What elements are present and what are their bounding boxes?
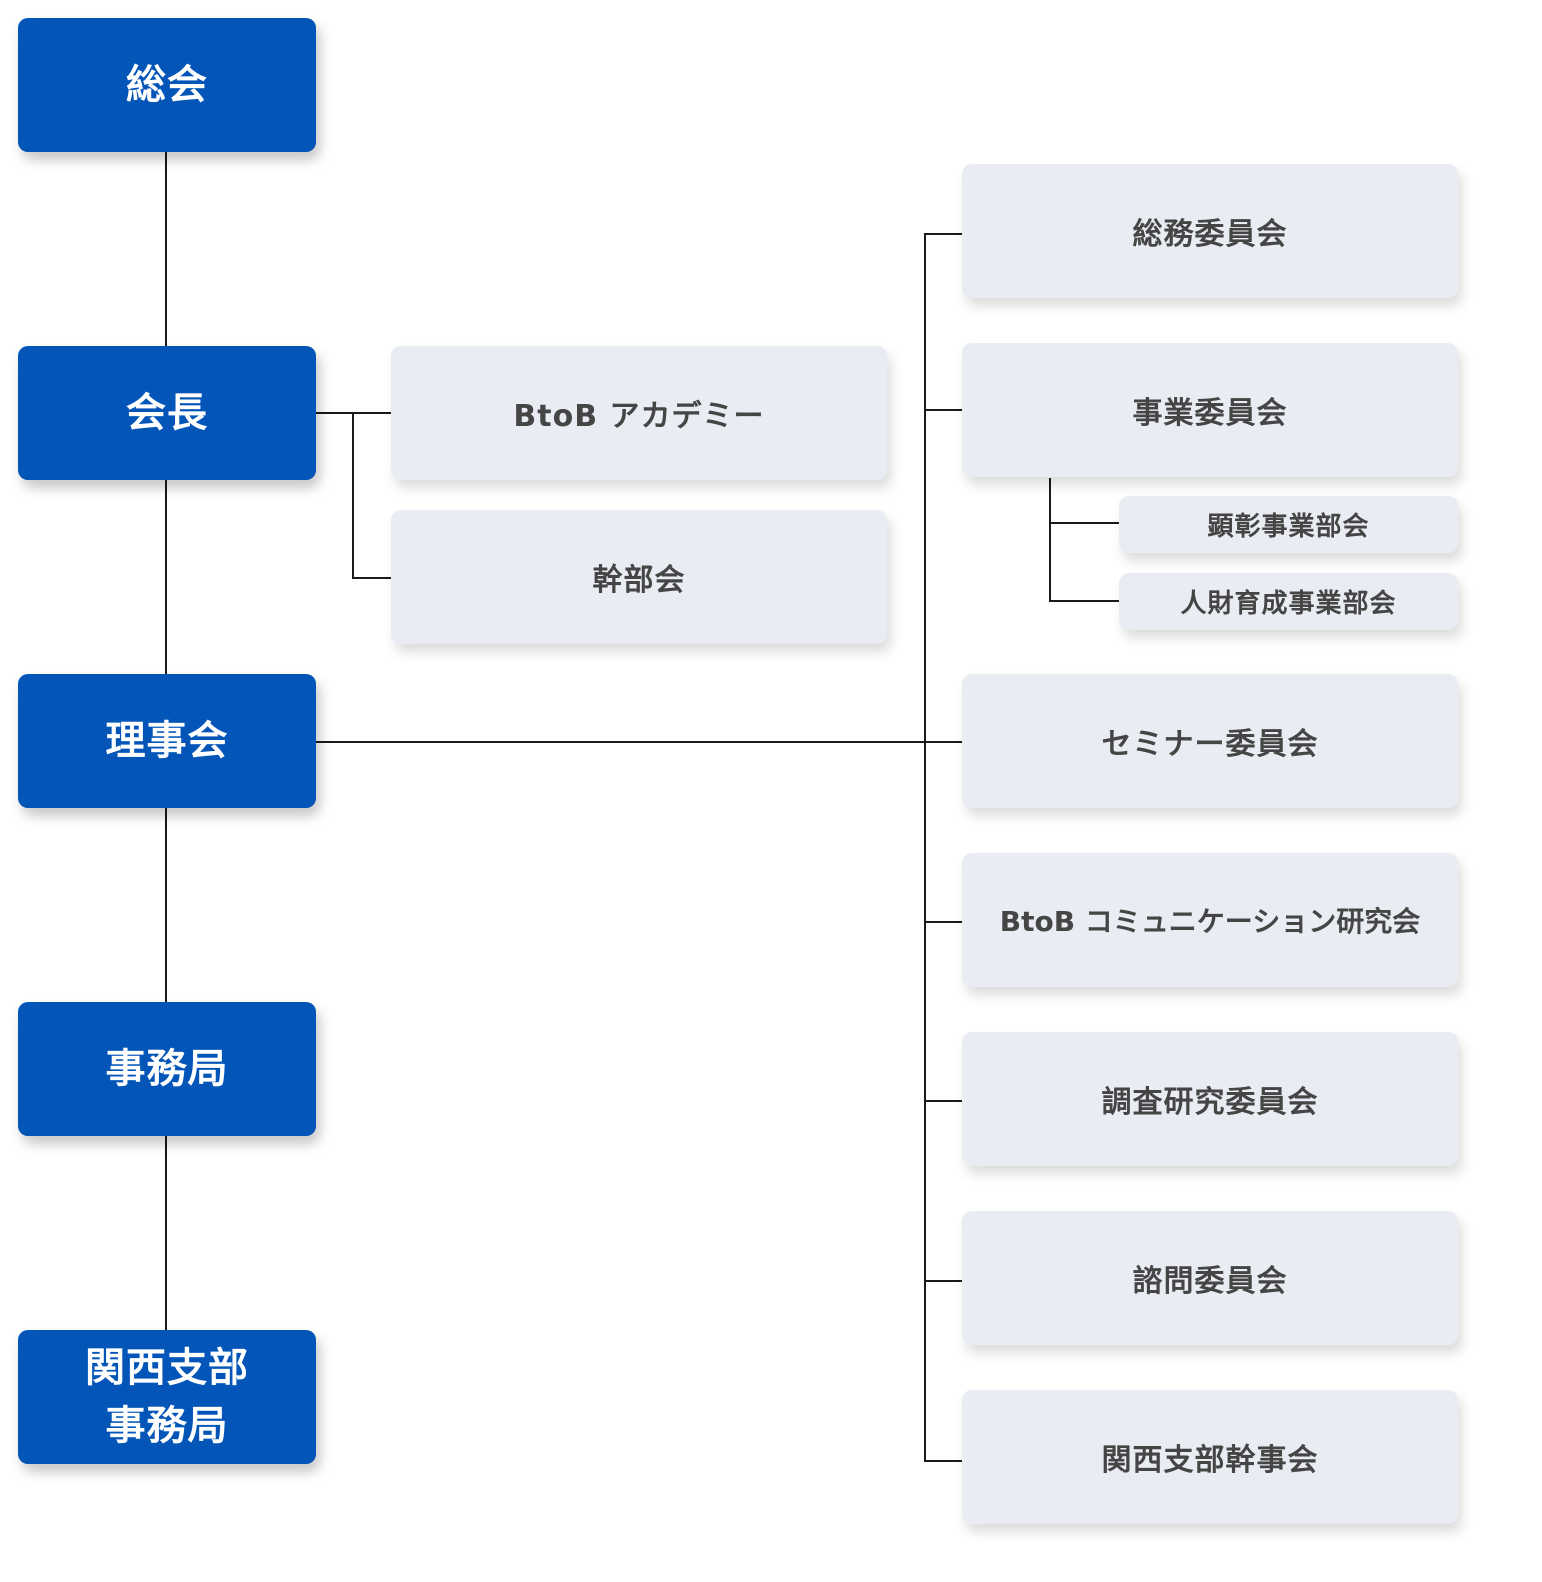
connector-kanbukai xyxy=(352,577,391,579)
connector-chairman-branch-vertical xyxy=(352,412,354,579)
node-btob-academy: BtoB アカデミー xyxy=(391,346,887,480)
node-kanbukai: 幹部会 xyxy=(391,510,887,644)
node-shimon-committee: 諮問委員会 xyxy=(962,1211,1458,1345)
node-kensho-subcommittee: 顕彰事業部会 xyxy=(1119,496,1458,553)
connector-chosa xyxy=(924,1100,962,1102)
node-seminar-committee: セミナー委員会 xyxy=(962,674,1458,808)
node-kansai-jimukyoku: 関西支部 事務局 xyxy=(18,1330,316,1464)
connector-communication xyxy=(924,921,962,923)
node-kansai-kanji: 関西支部幹事会 xyxy=(962,1390,1458,1524)
node-jinzai-subcommittee: 人財育成事業部会 xyxy=(1119,573,1458,630)
node-communication-study: BtoB コミュニケーション研究会 xyxy=(962,853,1458,987)
node-somu-committee: 総務委員会 xyxy=(962,164,1458,298)
connector-jinzai xyxy=(1049,600,1119,602)
node-jimukyoku: 事務局 xyxy=(18,1002,316,1136)
connector-kansai-kanji xyxy=(924,1460,962,1462)
node-rijikai: 理事会 xyxy=(18,674,316,808)
connector-somu xyxy=(924,233,962,235)
connector-kensho xyxy=(1049,522,1119,524)
node-kaicho: 会長 xyxy=(18,346,316,480)
connector-board-horizontal xyxy=(316,741,962,743)
node-jigyo-committee: 事業委員会 xyxy=(962,343,1458,477)
connector-jigyo xyxy=(924,409,962,411)
connector-shimon xyxy=(924,1280,962,1282)
connector-committee-vertical xyxy=(924,234,926,1462)
connector-sub-vertical xyxy=(1049,478,1051,602)
node-soukai: 総会 xyxy=(18,18,316,152)
node-chosa-committee: 調査研究委員会 xyxy=(962,1032,1458,1166)
